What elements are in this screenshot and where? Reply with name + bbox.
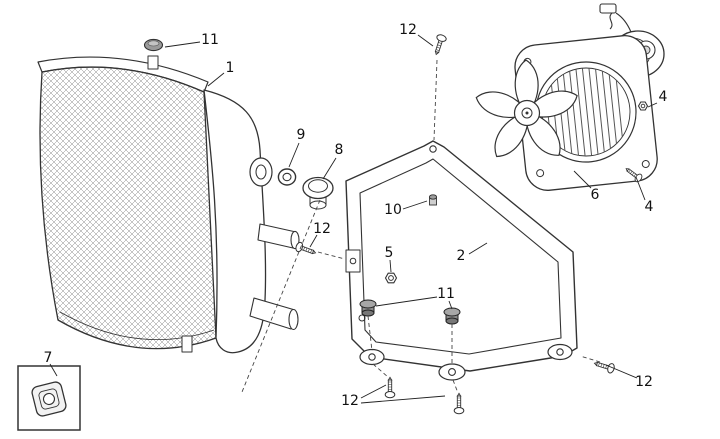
bolt-4-upper xyxy=(637,101,649,111)
lower-pipe xyxy=(249,297,299,331)
radiator-cap xyxy=(302,176,334,210)
leader-lines xyxy=(49,34,658,404)
frame-lower-left-hole xyxy=(358,314,366,322)
radiator-filler-stub xyxy=(147,55,159,70)
radiator-core xyxy=(39,66,217,350)
callout-12-bottom: 12 xyxy=(341,393,359,409)
shroud-screw-hole-3 xyxy=(641,160,650,169)
callout-8: 8 xyxy=(335,142,344,158)
radiator-bottom-stub xyxy=(181,335,193,353)
frame-left-bracket-hole xyxy=(349,257,357,265)
frame-inner-edge xyxy=(359,158,562,355)
alignment-dashed-lines xyxy=(241,59,601,394)
mounting-frame xyxy=(345,140,578,381)
frame-left-bracket xyxy=(345,249,361,273)
screw-12-bottom-right xyxy=(453,392,465,415)
callout-9: 9 xyxy=(297,127,306,143)
shroud-screw-hole-2 xyxy=(536,169,545,178)
rubber-pad xyxy=(31,381,67,417)
callouts: 11 1 12 9 8 4 6 4 10 12 2 5 11 12 7 12 xyxy=(44,22,668,409)
callout-2: 2 xyxy=(457,248,466,264)
radiator-bottom-band xyxy=(59,311,215,341)
callout-6: 6 xyxy=(591,187,600,203)
radiator-side-tank xyxy=(203,89,267,354)
callout-12-left: 12 xyxy=(313,221,331,237)
filler-neck-hole xyxy=(255,164,267,180)
callout-5: 5 xyxy=(385,245,394,261)
callout-12-right: 12 xyxy=(635,374,653,390)
frame-foot-center xyxy=(438,363,466,381)
screw-12-bottom-left xyxy=(384,376,396,399)
callout-1: 1 xyxy=(226,60,235,76)
stud xyxy=(428,194,438,206)
callout-11-top: 11 xyxy=(201,32,219,48)
callout-10: 10 xyxy=(384,202,402,218)
grommet-right xyxy=(443,307,461,325)
o-ring xyxy=(277,168,297,186)
screw-12-top xyxy=(431,33,448,57)
callout-4-lower: 4 xyxy=(645,199,654,215)
callout-7: 7 xyxy=(44,350,53,366)
callout-4-upper: 4 xyxy=(659,89,668,105)
fan-blades xyxy=(475,59,578,158)
frame-foot-left xyxy=(359,348,385,366)
frame-top-tab-hole xyxy=(429,145,437,153)
upper-pipe xyxy=(257,223,300,250)
callout-12-top: 12 xyxy=(399,22,417,38)
radiator xyxy=(37,55,300,354)
fan-wiring xyxy=(599,3,632,33)
part-7-box xyxy=(17,365,81,431)
callout-11-mid: 11 xyxy=(437,286,455,302)
rubber-cap xyxy=(143,38,164,52)
frame-foot-right xyxy=(547,343,573,361)
nut xyxy=(384,272,398,284)
grommet-left xyxy=(359,299,377,317)
